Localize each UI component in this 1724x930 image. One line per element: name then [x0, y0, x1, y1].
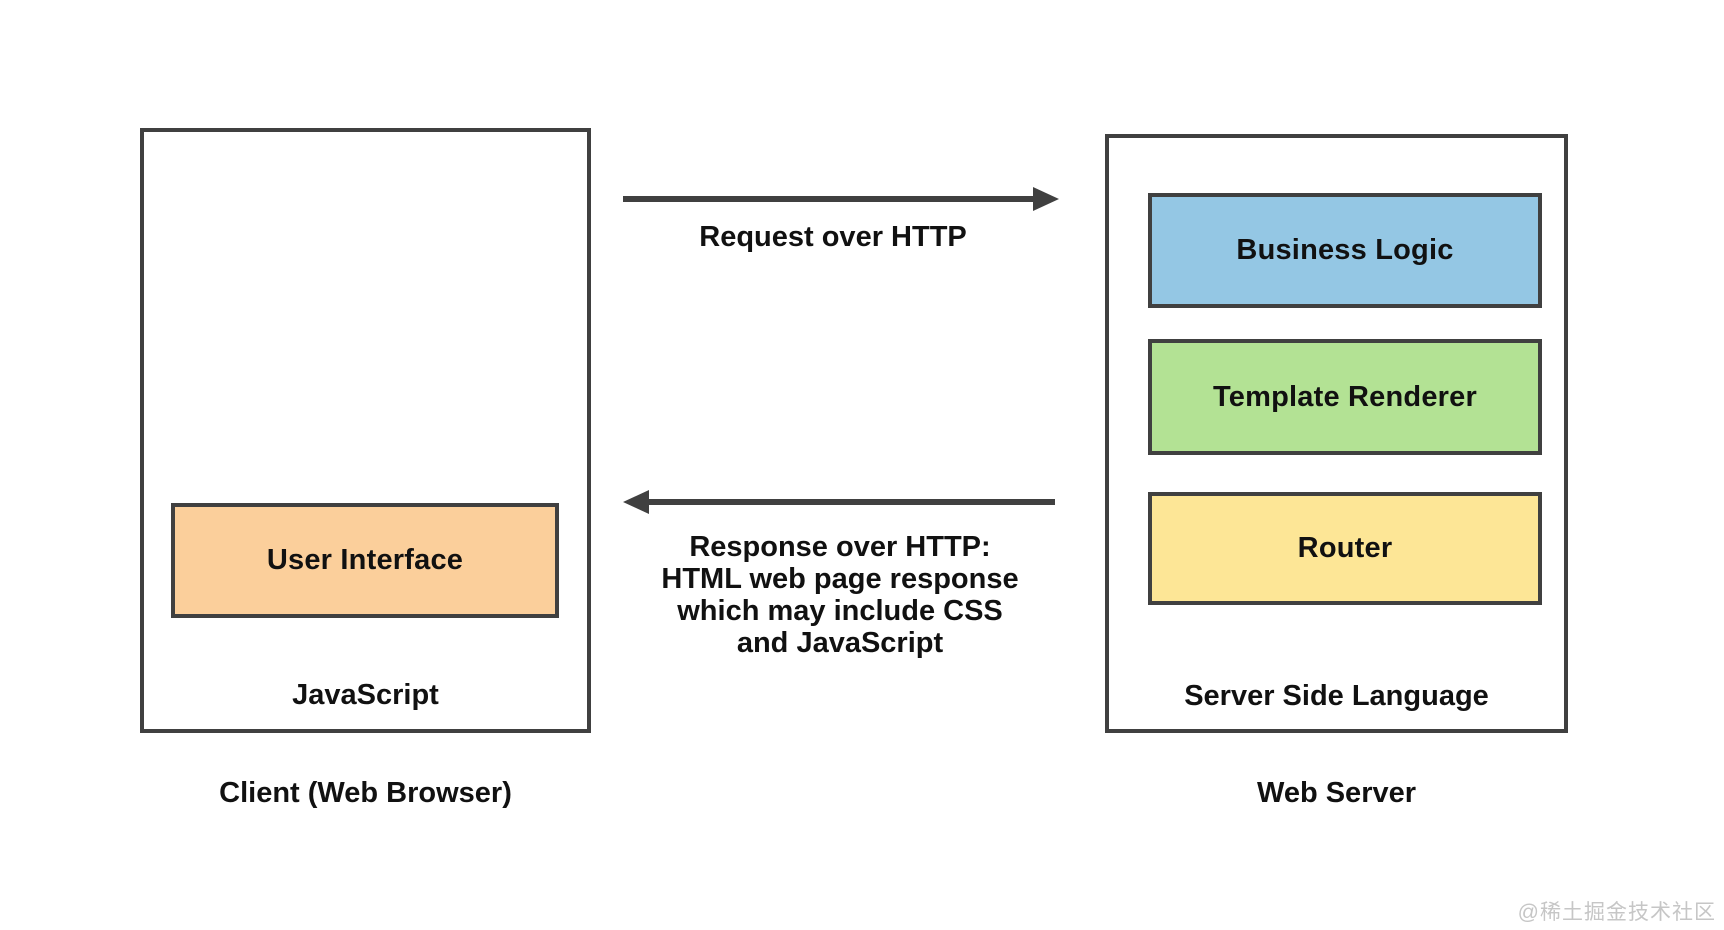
request-arrow-line — [623, 196, 1035, 202]
response-arrow-label: Response over HTTP: HTML web page respon… — [615, 531, 1065, 659]
web-server-box: Business Logic Template Renderer Router … — [1105, 134, 1568, 733]
client-browser-box: User Interface JavaScript — [140, 128, 591, 733]
user-interface-label: User Interface — [266, 544, 464, 576]
request-arrow-label: Request over HTTP — [699, 221, 967, 253]
template-renderer-box: Template Renderer — [1148, 339, 1542, 455]
server-language-label: Server Side Language — [1184, 680, 1489, 712]
client-language-label: JavaScript — [292, 679, 439, 711]
business-logic-box: Business Logic — [1148, 193, 1542, 308]
response-label-line-2: HTML web page response — [661, 563, 1019, 595]
response-arrow-line — [647, 499, 1055, 505]
response-label-line-4: and JavaScript — [736, 627, 944, 659]
response-label-line-1: Response over HTTP: — [689, 531, 991, 563]
watermark: @稀土掘金技术社区 — [1517, 901, 1716, 924]
business-logic-label: Business Logic — [1236, 234, 1454, 266]
response-label-line-3: which may include CSS — [677, 595, 1003, 627]
client-caption: Client (Web Browser) — [219, 777, 512, 809]
left-arrowhead-icon — [623, 490, 649, 514]
server-caption: Web Server — [1256, 777, 1417, 809]
router-label: Router — [1297, 532, 1393, 564]
router-box: Router — [1148, 492, 1542, 605]
template-renderer-label: Template Renderer — [1213, 380, 1477, 413]
right-arrowhead-icon — [1033, 187, 1059, 211]
user-interface-box: User Interface — [171, 503, 559, 618]
